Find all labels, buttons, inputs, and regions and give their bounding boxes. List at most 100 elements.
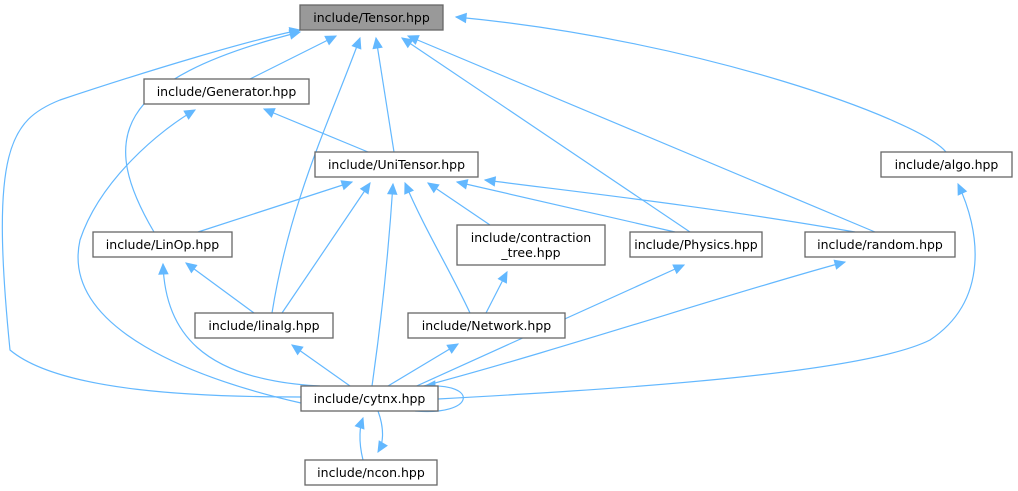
arrowhead-icon — [426, 182, 440, 194]
edge-ncon-to-cytnx — [354, 416, 365, 461]
arrowhead-icon — [386, 182, 398, 195]
arrowhead-icon — [288, 26, 302, 38]
edge-line — [281, 182, 371, 314]
node-box — [880, 151, 1013, 178]
edge-line — [271, 37, 361, 314]
edge-line — [427, 182, 491, 226]
node-contraction[interactable]: include/contraction_tree.hpp — [456, 224, 606, 266]
node-label: include/Generator.hpp — [157, 84, 297, 99]
edge-linalg-to-linop — [185, 262, 255, 314]
arrowhead-icon — [185, 262, 198, 274]
arrowhead-icon — [158, 262, 169, 275]
node-network[interactable]: include/Network.hpp — [407, 312, 566, 339]
arrowhead-icon — [351, 36, 362, 50]
edge-line — [437, 183, 976, 400]
edge-line — [375, 37, 395, 153]
node-physics[interactable]: include/Physics.hpp — [629, 231, 763, 258]
node-tensor[interactable]: include/Tensor.hpp — [299, 4, 444, 31]
node-label: include/cytnx.hpp — [314, 391, 426, 406]
arrowhead-icon — [359, 181, 371, 195]
arrowhead-icon — [454, 12, 467, 24]
node-box — [456, 224, 606, 266]
arrowhead-icon — [672, 264, 686, 275]
edge-cytnx-to-linalg — [290, 344, 351, 387]
edge-unitensor-to-tensor — [372, 36, 395, 153]
edge-line — [371, 183, 394, 387]
node-box — [299, 4, 444, 31]
edge-line — [291, 344, 351, 387]
edge-line — [77, 109, 302, 404]
node-box — [407, 312, 566, 339]
arrowhead-icon — [446, 343, 460, 354]
edge-line — [484, 179, 856, 233]
node-box — [314, 151, 479, 178]
node-label: _tree.hpp — [500, 245, 560, 260]
arrowhead-icon — [483, 176, 497, 187]
node-label: include/contraction — [471, 230, 591, 245]
node-generator[interactable]: include/Generator.hpp — [143, 78, 310, 105]
edge-line — [197, 181, 353, 233]
arrowhead-icon — [497, 270, 508, 284]
edge-linop-to-tensor — [125, 29, 302, 233]
arrowhead-icon — [262, 108, 276, 118]
node-box — [629, 231, 763, 258]
edge-line — [249, 35, 337, 80]
edge-line — [407, 35, 876, 233]
node-label: include/algo.hpp — [895, 157, 999, 172]
edge-line — [419, 261, 846, 388]
arrowhead-icon — [340, 180, 354, 191]
edge-cytnx-to-unitensor — [371, 182, 398, 387]
edge-cytnx-to-generator — [77, 109, 302, 404]
node-label: include/LinOp.hpp — [106, 237, 219, 252]
edge-linop-to-unitensor — [197, 180, 354, 233]
arrowhead-icon — [833, 259, 847, 270]
node-linop[interactable]: include/LinOp.hpp — [92, 231, 233, 258]
edge-line — [162, 263, 321, 387]
edge-linalg-to-tensor — [271, 36, 362, 314]
edge-line — [455, 16, 947, 153]
node-linalg[interactable]: include/linalg.hpp — [194, 312, 334, 339]
node-label: include/UniTensor.hpp — [328, 157, 465, 172]
edge-network-to-contraction — [485, 270, 508, 314]
nodes-layer: include/Tensor.hpp include/Generator.hpp i… — [92, 4, 1013, 486]
edge-algo-to-tensor — [454, 12, 947, 153]
edge-network-to-unitensor — [404, 181, 471, 314]
edge-line — [456, 181, 676, 233]
edge-random-to-tensor — [406, 35, 876, 233]
arrowhead-icon — [406, 35, 420, 45]
node-box — [300, 385, 439, 412]
arrowhead-icon — [377, 440, 388, 454]
node-label: include/ncon.hpp — [317, 465, 425, 480]
edge-cytnx-to-ncon — [377, 410, 388, 454]
arrowhead-icon — [400, 37, 414, 49]
arrowhead-icon — [455, 179, 469, 190]
node-label: include/Physics.hpp — [634, 237, 758, 252]
edge-physics-to-unitensor — [455, 179, 676, 233]
arrowhead-icon — [183, 109, 197, 120]
arrowhead-icon — [372, 36, 383, 50]
edge-cytnx-to-network — [387, 343, 460, 387]
node-ncon[interactable]: include/ncon.hpp — [304, 459, 438, 486]
edge-random-to-unitensor — [483, 176, 856, 233]
arrowhead-icon — [957, 182, 968, 196]
edge-line — [387, 343, 459, 387]
edge-cytnx-to-tensor — [1, 26, 302, 398]
edge-generator-to-tensor — [249, 35, 338, 80]
edge-linalg-to-unitensor — [281, 181, 371, 314]
edge-line — [1, 29, 302, 398]
node-box — [804, 231, 956, 258]
edge-cytnx-to-linop — [158, 262, 321, 387]
edge-cytnx-to-random — [419, 259, 847, 388]
arrowhead-icon — [404, 181, 415, 195]
node-algo[interactable]: include/algo.hpp — [880, 151, 1013, 178]
node-box — [304, 459, 438, 486]
node-random[interactable]: include/random.hpp — [804, 231, 956, 258]
edges-layer — [1, 12, 976, 461]
edge-unitensor-to-generator — [262, 108, 369, 153]
node-label: include/linalg.hpp — [208, 318, 319, 333]
node-box — [92, 231, 233, 258]
node-label: include/Tensor.hpp — [313, 10, 430, 25]
node-cytnx[interactable]: include/cytnx.hpp — [300, 385, 439, 412]
node-unitensor[interactable]: include/UniTensor.hpp — [314, 151, 479, 178]
